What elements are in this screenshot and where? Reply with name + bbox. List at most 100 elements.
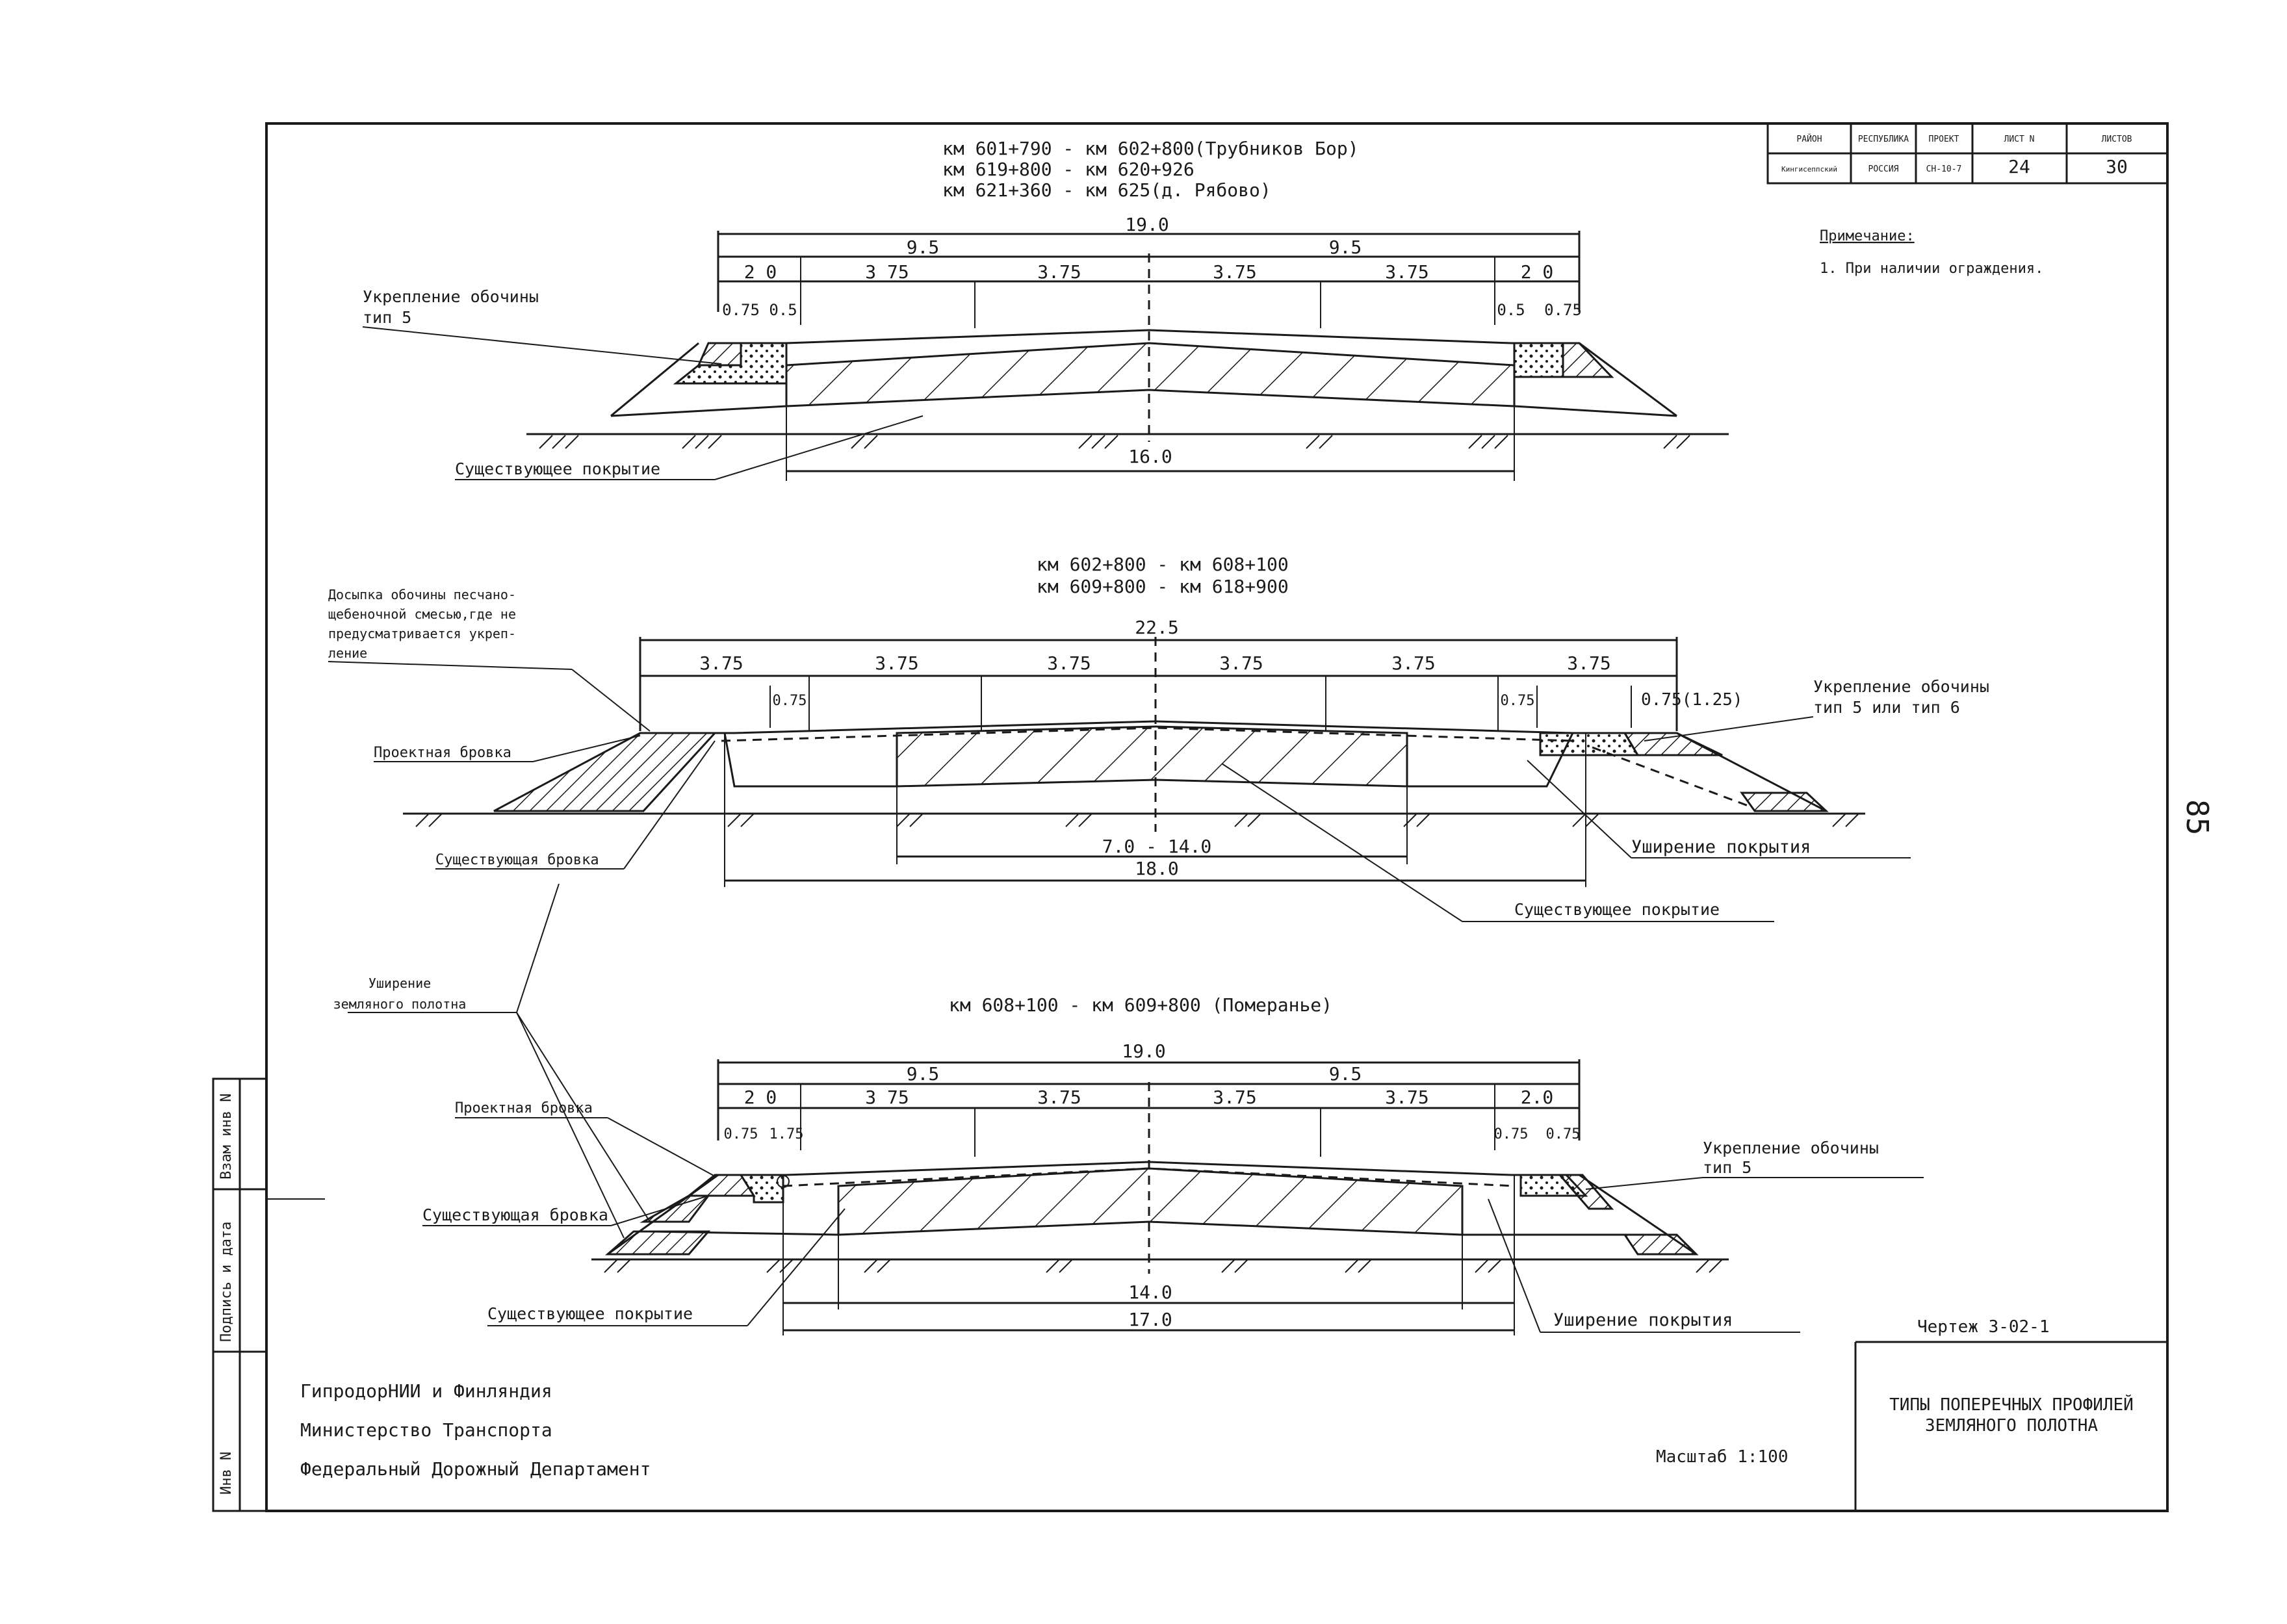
svg-text:17.0: 17.0 (1128, 1309, 1172, 1330)
svg-text:Укрепление обочины: Укрепление обочины (1703, 1139, 1879, 1157)
page-number: 85 (2180, 799, 2215, 835)
section2-label-proj-edge: Проектная бровка (374, 745, 511, 761)
note-heading: Примечание: (1820, 228, 1915, 244)
side-stamp: Инв N Подпись и дата Взам инв N (218, 1094, 235, 1495)
section2-label-widening: Уширение покрытия (1631, 837, 1811, 857)
svg-text:СН-10-7: СН-10-7 (1926, 164, 1962, 174)
svg-text:16.0: 16.0 (1128, 446, 1172, 467)
drawing-title-2: ЗЕМЛЯНОГО ПОЛОТНА (1925, 1416, 2098, 1436)
svg-text:РАЙОН: РАЙОН (1796, 134, 1822, 144)
svg-text:0.5: 0.5 (769, 301, 797, 319)
section2-km-2: км 609+800 - км 618+900 (1037, 576, 1289, 597)
svg-text:2 0: 2 0 (744, 1087, 777, 1108)
svg-text:0.75: 0.75 (1544, 301, 1582, 319)
svg-text:3 75: 3 75 (865, 261, 909, 283)
section1-label-shoulder-2: тип 5 (363, 308, 411, 327)
svg-text:3.75: 3.75 (1567, 652, 1610, 674)
side-stamp-replace: Взам инв N (218, 1094, 235, 1179)
svg-text:3.75: 3.75 (1037, 1087, 1081, 1108)
svg-text:3.75: 3.75 (1047, 652, 1091, 674)
section-2: км 602+800 - км 608+100 км 609+800 - км … (328, 554, 1989, 922)
svg-text:9.5: 9.5 (907, 237, 940, 258)
scale-label: Масштаб 1:100 (1656, 1447, 1789, 1467)
svg-text:щебеночной смесью,где не: щебеночной смесью,где не (328, 606, 516, 622)
svg-text:1.75: 1.75 (769, 1126, 804, 1142)
svg-text:0.75(1.25): 0.75(1.25) (1641, 690, 1743, 710)
svg-text:0.75: 0.75 (724, 1126, 758, 1142)
svg-text:3 75: 3 75 (865, 1087, 909, 1108)
svg-text:Укрепление обочины: Укрепление обочины (1813, 677, 1989, 696)
svg-text:2 0: 2 0 (1521, 261, 1554, 283)
label-embankment: Уширение земляного полотна (333, 883, 651, 1239)
svg-text:ПРОЕКТ: ПРОЕКТ (1929, 135, 1959, 144)
section1-km-3: км 621+360 - км 625(д. Рябово) (942, 179, 1271, 201)
svg-text:2.0: 2.0 (1521, 1087, 1554, 1108)
section-1: км 601+790 - км 602+800(Трубников Бор) к… (362, 138, 1729, 481)
svg-text:2 0: 2 0 (744, 261, 777, 283)
svg-text:22.5: 22.5 (1135, 617, 1178, 638)
section1-label-existing: Существующее покрытие (455, 459, 660, 478)
svg-text:предусматривается укреп-: предусматривается укреп- (328, 626, 516, 641)
svg-text:30: 30 (2106, 156, 2128, 177)
svg-text:3.75: 3.75 (1037, 261, 1081, 283)
svg-text:ЛИСТОВ: ЛИСТОВ (2102, 135, 2132, 144)
org-line-2: Министерство Транспорта (300, 1419, 552, 1441)
svg-text:3.75: 3.75 (699, 652, 743, 674)
svg-text:ление: ление (328, 645, 367, 661)
svg-text:19.0: 19.0 (1122, 1040, 1165, 1062)
section3-label-existing: Существующее покрытие (487, 1304, 693, 1323)
svg-text:9.5: 9.5 (907, 1063, 940, 1085)
svg-text:0.75: 0.75 (1546, 1126, 1581, 1142)
svg-text:ЛИСТ N: ЛИСТ N (2004, 135, 2035, 144)
svg-text:Уширение: Уширение (368, 975, 431, 991)
svg-text:Кингисеппский: Кингисеппский (1781, 165, 1837, 174)
svg-text:0.75: 0.75 (773, 693, 807, 709)
note-text: 1. При наличии ограждения. (1820, 261, 2043, 277)
svg-text:3.75: 3.75 (1385, 261, 1428, 283)
section3-label-exist-edge: Существующая бровка (422, 1205, 608, 1224)
svg-text:9.5: 9.5 (1329, 237, 1362, 258)
svg-text:9.5: 9.5 (1329, 1063, 1362, 1085)
drawing-number: Чертеж 3-02-1 (1917, 1317, 2050, 1337)
svg-text:0.75: 0.75 (1494, 1126, 1529, 1142)
drawing-title-block: Чертеж 3-02-1 ТИПЫ ПОПЕРЕЧНЫХ ПРОФИЛЕЙ З… (1854, 1317, 2167, 1511)
svg-text:14.0: 14.0 (1128, 1282, 1172, 1303)
svg-text:РЕСПУБЛИКА: РЕСПУБЛИКА (1858, 135, 1909, 144)
section2-km-1: км 602+800 - км 608+100 (1037, 554, 1289, 575)
drawing-title-1: ТИПЫ ПОПЕРЕЧНЫХ ПРОФИЛЕЙ (1889, 1394, 2134, 1415)
svg-text:тип 5 или тип 6: тип 5 или тип 6 (1813, 698, 1960, 717)
sheet-frame (265, 122, 2169, 1512)
svg-text:24: 24 (2008, 156, 2030, 177)
svg-text:3.75: 3.75 (1391, 652, 1435, 674)
section1-km-2: км 619+800 - км 620+926 (942, 159, 1195, 180)
section3-label-widening: Уширение покрытия (1553, 1310, 1733, 1330)
svg-text:3.75: 3.75 (875, 652, 918, 674)
side-stamp-sign: Подпись и дата (218, 1222, 235, 1342)
section2-label-existing: Существующее покрытие (1514, 900, 1720, 919)
section1-km-1: км 601+790 - км 602+800(Трубников Бор) (942, 138, 1359, 159)
svg-text:РОССИЯ: РОССИЯ (1868, 164, 1899, 174)
svg-text:3.75: 3.75 (1213, 1087, 1256, 1108)
section-3: км 608+100 - км 609+800 (Померанье) 19.0… (422, 994, 1924, 1335)
svg-text:7.0 - 14.0: 7.0 - 14.0 (1102, 836, 1212, 857)
org-line-1: ГипродорНИИ и Финляндия (300, 1380, 552, 1402)
svg-text:тип 5: тип 5 (1703, 1158, 1751, 1177)
svg-text:земляного полотна: земляного полотна (333, 996, 467, 1012)
svg-text:19.0: 19.0 (1125, 214, 1169, 235)
section3-label-proj-edge: Проектная бровка (455, 1100, 593, 1116)
svg-text:3.75: 3.75 (1219, 652, 1263, 674)
section1-label-shoulder-1: Укрепление обочины (363, 287, 539, 306)
svg-text:0.5: 0.5 (1497, 301, 1525, 319)
svg-text:0.75: 0.75 (1501, 693, 1535, 709)
svg-text:3.75: 3.75 (1213, 261, 1256, 283)
svg-text:Досыпка обочины песчано-: Досыпка обочины песчано- (328, 587, 516, 602)
org-line-3: Федеральный Дорожный Департамент (300, 1458, 651, 1480)
svg-text:18.0: 18.0 (1135, 858, 1178, 879)
svg-text:0.75: 0.75 (722, 301, 760, 319)
side-stamp-inv: Инв N (218, 1452, 235, 1495)
svg-text:3.75: 3.75 (1385, 1087, 1428, 1108)
section3-km: км 608+100 - км 609+800 (Померанье) (949, 994, 1332, 1016)
section2-label-exist-edge: Существующая бровка (435, 852, 599, 868)
title-block: РАЙОН РЕСПУБЛИКА ПРОЕКТ ЛИСТ N ЛИСТОВ Ки… (1766, 122, 2169, 185)
